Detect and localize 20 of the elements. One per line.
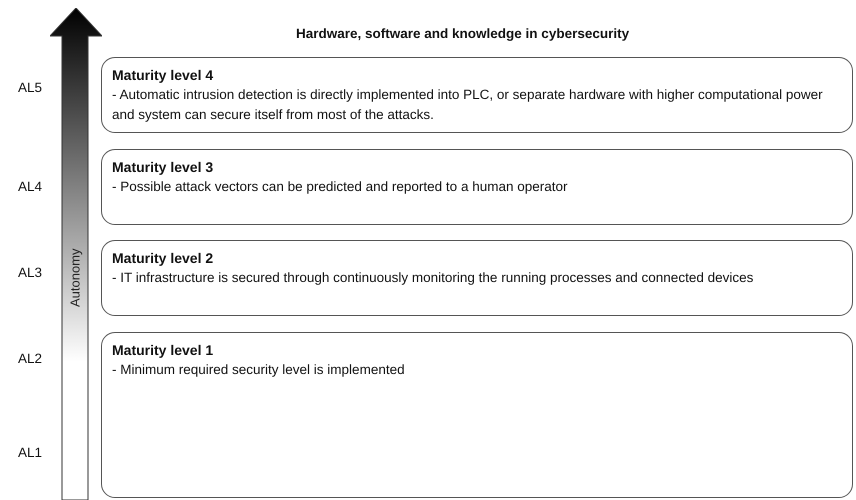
- maturity-box: [101, 240, 853, 316]
- arrow-label: Autonomy: [66, 248, 84, 308]
- level-description: - Possible attack vectors can be predicted and reported to a human operator: [112, 178, 569, 196]
- autonomy-level-label: AL4: [16, 178, 44, 196]
- maturity-box: [101, 332, 853, 498]
- level-description: - Minimum required security level is implemented: [112, 361, 406, 379]
- level-description: - Automatic intrusion detection is directly implemented into PLC, or separate hardware with higher computational power and system can secure itself from most of the attacks.: [112, 86, 824, 124]
- maturity-box: [101, 57, 853, 133]
- level-heading: Maturity level 2: [112, 249, 214, 268]
- level-heading: Maturity level 4: [112, 66, 214, 85]
- level-heading: Maturity level 1: [112, 341, 214, 360]
- diagram-title: Hardware, software and knowledge in cybersecurity: [296, 25, 630, 43]
- autonomy-arrow: [50, 8, 102, 500]
- autonomy-level-label: AL1: [16, 444, 44, 462]
- autonomy-level-label: AL5: [16, 79, 44, 97]
- maturity-box: [101, 149, 853, 225]
- level-description: - IT infrastructure is secured through continuously monitoring the running processes and connected devices: [112, 269, 754, 287]
- level-heading: Maturity level 3: [112, 158, 214, 177]
- autonomy-level-label: AL3: [16, 264, 44, 282]
- autonomy-level-label: AL2: [16, 350, 44, 368]
